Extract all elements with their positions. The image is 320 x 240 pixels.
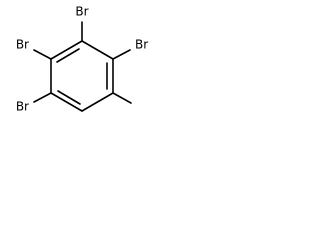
double-bond-inner-bottom-left bbox=[57, 90, 81, 105]
ring-bond-top-right bbox=[81, 40, 114, 60]
atom-label-br-upper-left: Br bbox=[16, 38, 29, 52]
substituent-bond-lower-left bbox=[33, 92, 52, 103]
atom-label-br-lower-left: Br bbox=[16, 100, 29, 114]
ring-bond-bottom-right bbox=[81, 92, 114, 112]
atom-label-br-top: Br bbox=[75, 5, 88, 19]
double-bond-inner-top-left bbox=[56, 48, 80, 63]
ring-bond-bottom-left bbox=[50, 92, 83, 112]
ring-bond-top-left bbox=[50, 40, 83, 60]
methyl-bond bbox=[112, 92, 132, 104]
molecule-structure: Br Br Br Br bbox=[16, 5, 148, 114]
substituent-bond-upper-right bbox=[112, 49, 131, 60]
atom-label-br-upper-right: Br bbox=[135, 38, 148, 52]
substituent-bond-upper-left bbox=[33, 49, 52, 60]
